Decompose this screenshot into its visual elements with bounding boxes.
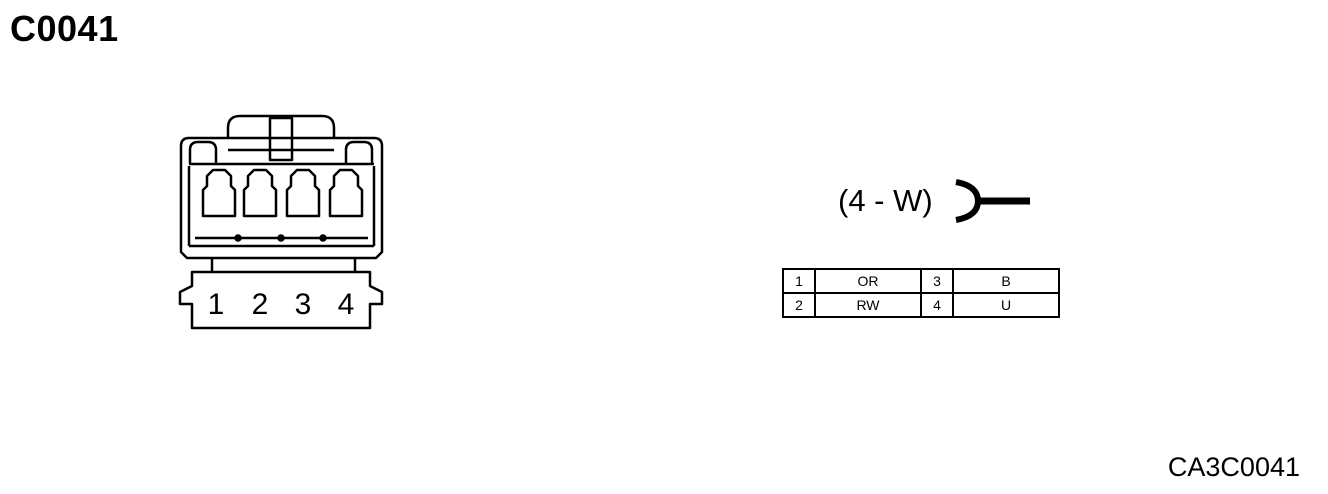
table-row: 1 OR 3 B bbox=[782, 268, 1060, 294]
connector-latch bbox=[226, 114, 336, 138]
pin-number-4: 4 bbox=[338, 288, 355, 321]
color-cell: RW bbox=[814, 292, 922, 318]
pin-number-2: 2 bbox=[252, 288, 269, 321]
reference-code: CA3C0041 bbox=[1167, 452, 1300, 482]
connector-body bbox=[179, 136, 384, 260]
pin-number-3: 3 bbox=[295, 288, 312, 321]
pin-cell: 2 bbox=[782, 292, 816, 318]
color-cell: U bbox=[952, 292, 1060, 318]
pin-cell: 4 bbox=[920, 292, 954, 318]
connector-symbol-icon bbox=[955, 179, 981, 223]
pin-number-1: 1 bbox=[208, 288, 225, 321]
connector-id: C0041 bbox=[10, 8, 119, 49]
table-row: 2 RW 4 U bbox=[782, 292, 1060, 318]
color-cell: B bbox=[952, 268, 1060, 294]
terminal-cavities bbox=[201, 168, 364, 218]
pin-cell: 3 bbox=[920, 268, 954, 294]
connector-base bbox=[178, 270, 384, 330]
color-cell: OR bbox=[814, 268, 922, 294]
pin-color-table: 1 OR 3 B 2 RW 4 U bbox=[782, 268, 1060, 318]
pinout-label: (4 - W) bbox=[838, 183, 933, 218]
pin-cell: 1 bbox=[782, 268, 816, 294]
